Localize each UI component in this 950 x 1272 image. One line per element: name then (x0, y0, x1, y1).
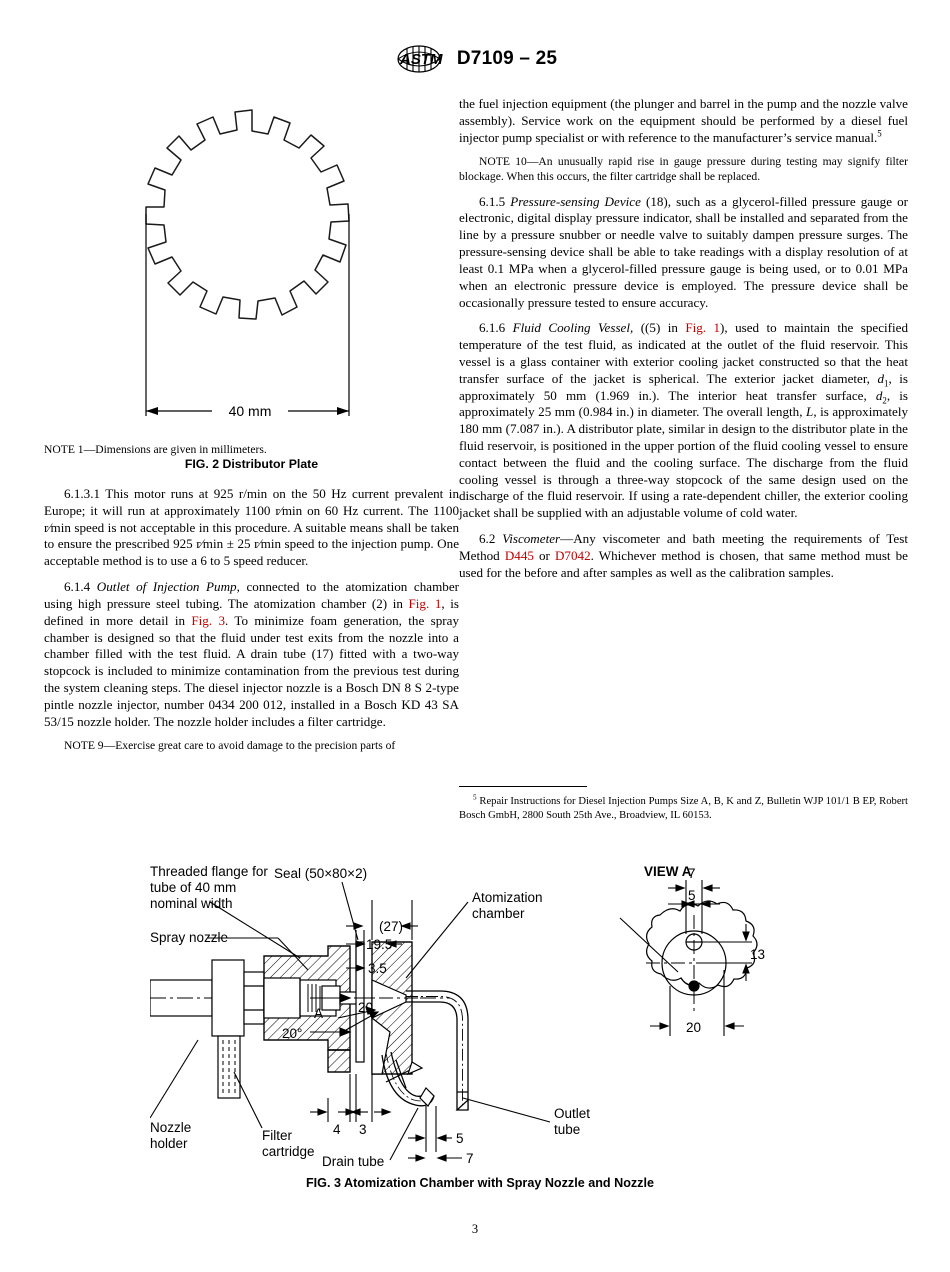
para-text-d: , is approximately 25 mm (0.984 in.) in … (459, 387, 908, 420)
dim-4: 4 (333, 1122, 341, 1137)
note-10: NOTE 10—An unusually rapid rise in gauge… (459, 155, 908, 184)
page-header: ASTM D7109 – 25 (0, 44, 950, 74)
label-threaded-flange-line1: Threaded flange for (150, 864, 268, 879)
paragraph-6-2: 6.2 Viscometer—Any viscometer and bath m… (459, 531, 908, 581)
para-number: 6.1.5 (479, 193, 506, 209)
dim-view-a-13: 13 (750, 947, 765, 962)
variable-L: L (806, 404, 814, 420)
label-filter-cartridge-line2: cartridge (262, 1144, 315, 1159)
figure-2-distributor-plate: 40 mm (44, 86, 459, 436)
dim-5-drain: 5 (456, 1131, 464, 1146)
label-outlet-tube-line2: tube (554, 1122, 580, 1137)
dim-A: A (314, 1006, 323, 1021)
label-view-a: VIEW A (644, 864, 692, 879)
document-id: D7109 – 25 (456, 48, 558, 69)
para-text-c: . To minimize foam generation, the spray… (44, 612, 459, 729)
page-number: 3 (471, 1222, 479, 1236)
footnote-text: Repair Instructions for Diesel Injection… (459, 796, 908, 821)
dim-3: 3 (359, 1122, 367, 1137)
dim-view-a-5: 5 (688, 888, 696, 903)
para-text-b: , is defined in more detail in (44, 595, 459, 628)
right-text-column: the fuel injection equipment (the plunge… (459, 96, 908, 582)
para-title: Outlet of Injection Pump, (96, 579, 240, 595)
dim-20-deg: 20° (282, 1026, 302, 1041)
dim-19-5: 19.5 (366, 937, 392, 952)
variable-d2: d (875, 387, 883, 403)
label-threaded-flange-line3: nominal width (150, 896, 233, 911)
para-number: 6.1.4 (64, 579, 91, 595)
para-text-e: , is approximately 180 mm (7.087 in.). A… (459, 404, 908, 521)
link-fig-1[interactable]: Fig. 1 (408, 595, 442, 611)
label-nozzle-holder-line2: holder (150, 1136, 188, 1151)
label-threaded-flange-line2: tube of 40 mm (150, 880, 236, 895)
dim-27: (27) (379, 919, 403, 934)
note10-label: NOTE 10 (479, 155, 527, 169)
figure-2-caption: FIG. 2 Distributor Plate (184, 457, 319, 471)
left-text-column: 6.1.3.1 This motor runs at 925 r/min on … (44, 486, 459, 754)
para-text-a: ((5) in (633, 320, 686, 336)
variable-d2-sub: 2 (882, 395, 887, 406)
dim-view-a-7: 7 (688, 866, 696, 881)
link-fig-1[interactable]: Fig. 1 (685, 320, 721, 336)
figure-3-caption: FIG. 3 Atomization Chamber with Spray No… (305, 1176, 654, 1190)
label-filter-cartridge-line1: Filter (262, 1128, 293, 1143)
para-text-a: connected to the atomization chamber usi… (44, 579, 460, 611)
para-text-c: , is approximately 50 mm (1.969 in.). Th… (459, 370, 908, 403)
note10-text: —An unusually rapid rise in gauge pressu… (459, 155, 908, 184)
footnote-marker-inline: 5 (877, 128, 882, 139)
label-drain-tube: Drain tube (322, 1154, 384, 1169)
note9-text: —Exercise great care to avoid damage to … (103, 739, 396, 753)
astm-logo-icon: ASTM (393, 44, 445, 74)
link-d7042[interactable]: D7042 (554, 547, 591, 563)
link-fig-3[interactable]: Fig. 3 (191, 612, 225, 628)
label-atomization-line1: Atomization (472, 890, 543, 905)
para-text: This motor runs at 925 r/min on the 50 H… (44, 486, 459, 569)
footnote-rule (459, 786, 587, 787)
figure2-note-text: —Dimensions are given in millimeters. (83, 443, 267, 456)
paragraph-6-1-4: 6.1.4 Outlet of Injection Pump, connecte… (44, 579, 459, 730)
para-text-b: or (533, 547, 555, 563)
paragraph-6-1-3-1: 6.1.3.1 This motor runs at 925 r/min on … (44, 486, 459, 570)
variable-d1-sub: 1 (884, 378, 889, 389)
dim-7-drain: 7 (466, 1151, 474, 1166)
footnote-marker: 5 (473, 793, 477, 802)
dim-view-a-20: 20 (686, 1020, 701, 1035)
label-atomization-line2: chamber (472, 906, 525, 921)
figure2-dimension-label: 40 mm (228, 403, 271, 419)
footnote-5: 5 Repair Instructions for Diesel Injecti… (459, 793, 908, 823)
paragraph-6-1-6: 6.1.6 Fluid Cooling Vessel, ((5) in Fig.… (459, 320, 908, 522)
carryover-text: the fuel injection equipment (the plunge… (459, 96, 908, 145)
para-text-b: ), used to maintain the specified temper… (459, 320, 909, 386)
label-nozzle-holder-line1: Nozzle (150, 1120, 191, 1135)
para-number: 6.1.6 (479, 320, 506, 336)
para-title: Pressure-sensing Device (510, 193, 641, 209)
dim-3-5: 3.5 (368, 961, 387, 976)
para-number: 6.2 (479, 531, 496, 547)
para-title: Fluid Cooling Vessel, (512, 320, 634, 336)
para-text: (18), such as a glycerol-filled pressure… (459, 193, 908, 310)
paragraph-6-1-5: 6.1.5 Pressure-sensing Device (18), such… (459, 194, 908, 312)
dim-20-bore: 20 (358, 1000, 373, 1015)
para-text-a: —Any viscometer and bath meeting the req… (459, 531, 908, 563)
para-title: Viscometer (502, 531, 561, 547)
figure2-note-label: NOTE 1 (44, 443, 84, 456)
figure-2-note: NOTE 1—Dimensions are given in millimete… (44, 443, 459, 457)
label-outlet-tube-line1: Outlet (554, 1106, 590, 1121)
note-9: NOTE 9—Exercise great care to avoid dama… (44, 739, 459, 754)
label-seal: Seal (50×80×2) (274, 866, 367, 881)
variable-d1: d (877, 370, 885, 386)
figure-3-atomization-chamber: Threaded flange for tube of 40 mm nomina… (150, 860, 810, 1190)
link-d445[interactable]: D445 (504, 547, 534, 563)
para-number: 6.1.3.1 (64, 486, 101, 501)
label-spray-nozzle: Spray nozzle (150, 930, 228, 945)
paragraph-carryover: the fuel injection equipment (the plunge… (459, 96, 908, 146)
para-text-c: . Whichever method is chosen, that same … (459, 547, 908, 580)
note9-label: NOTE 9 (64, 739, 104, 753)
